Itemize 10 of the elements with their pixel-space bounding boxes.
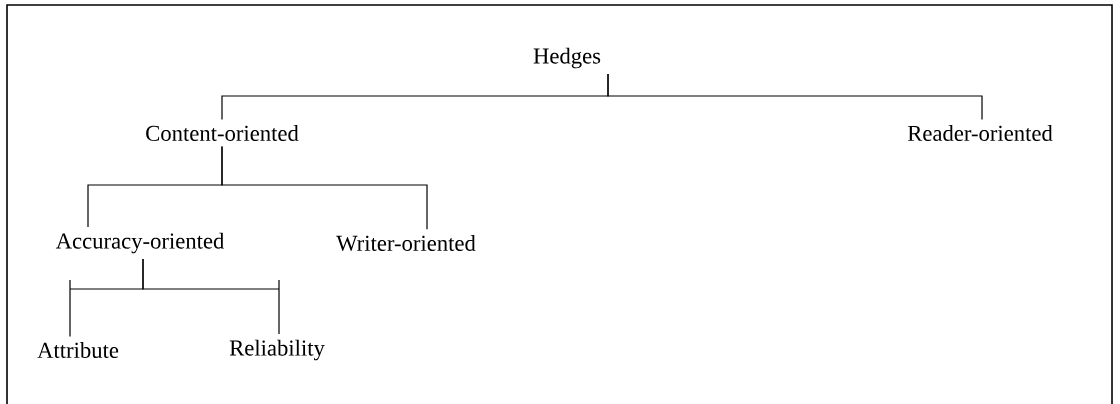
tree-label: Content-oriented [146,125,299,141]
tree-label: Attribute [37,342,119,358]
tree-connector [221,146,428,230]
tree-label: Writer-oriented [336,234,476,252]
tree-label: Hedges [533,47,601,69]
tree-connector [142,258,280,335]
tree-connector [607,73,983,121]
tree-label: Reliability [229,339,325,361]
tree-label: Accuracy-oriented [55,232,225,254]
tree-label: Reader-oriented [907,125,1053,141]
